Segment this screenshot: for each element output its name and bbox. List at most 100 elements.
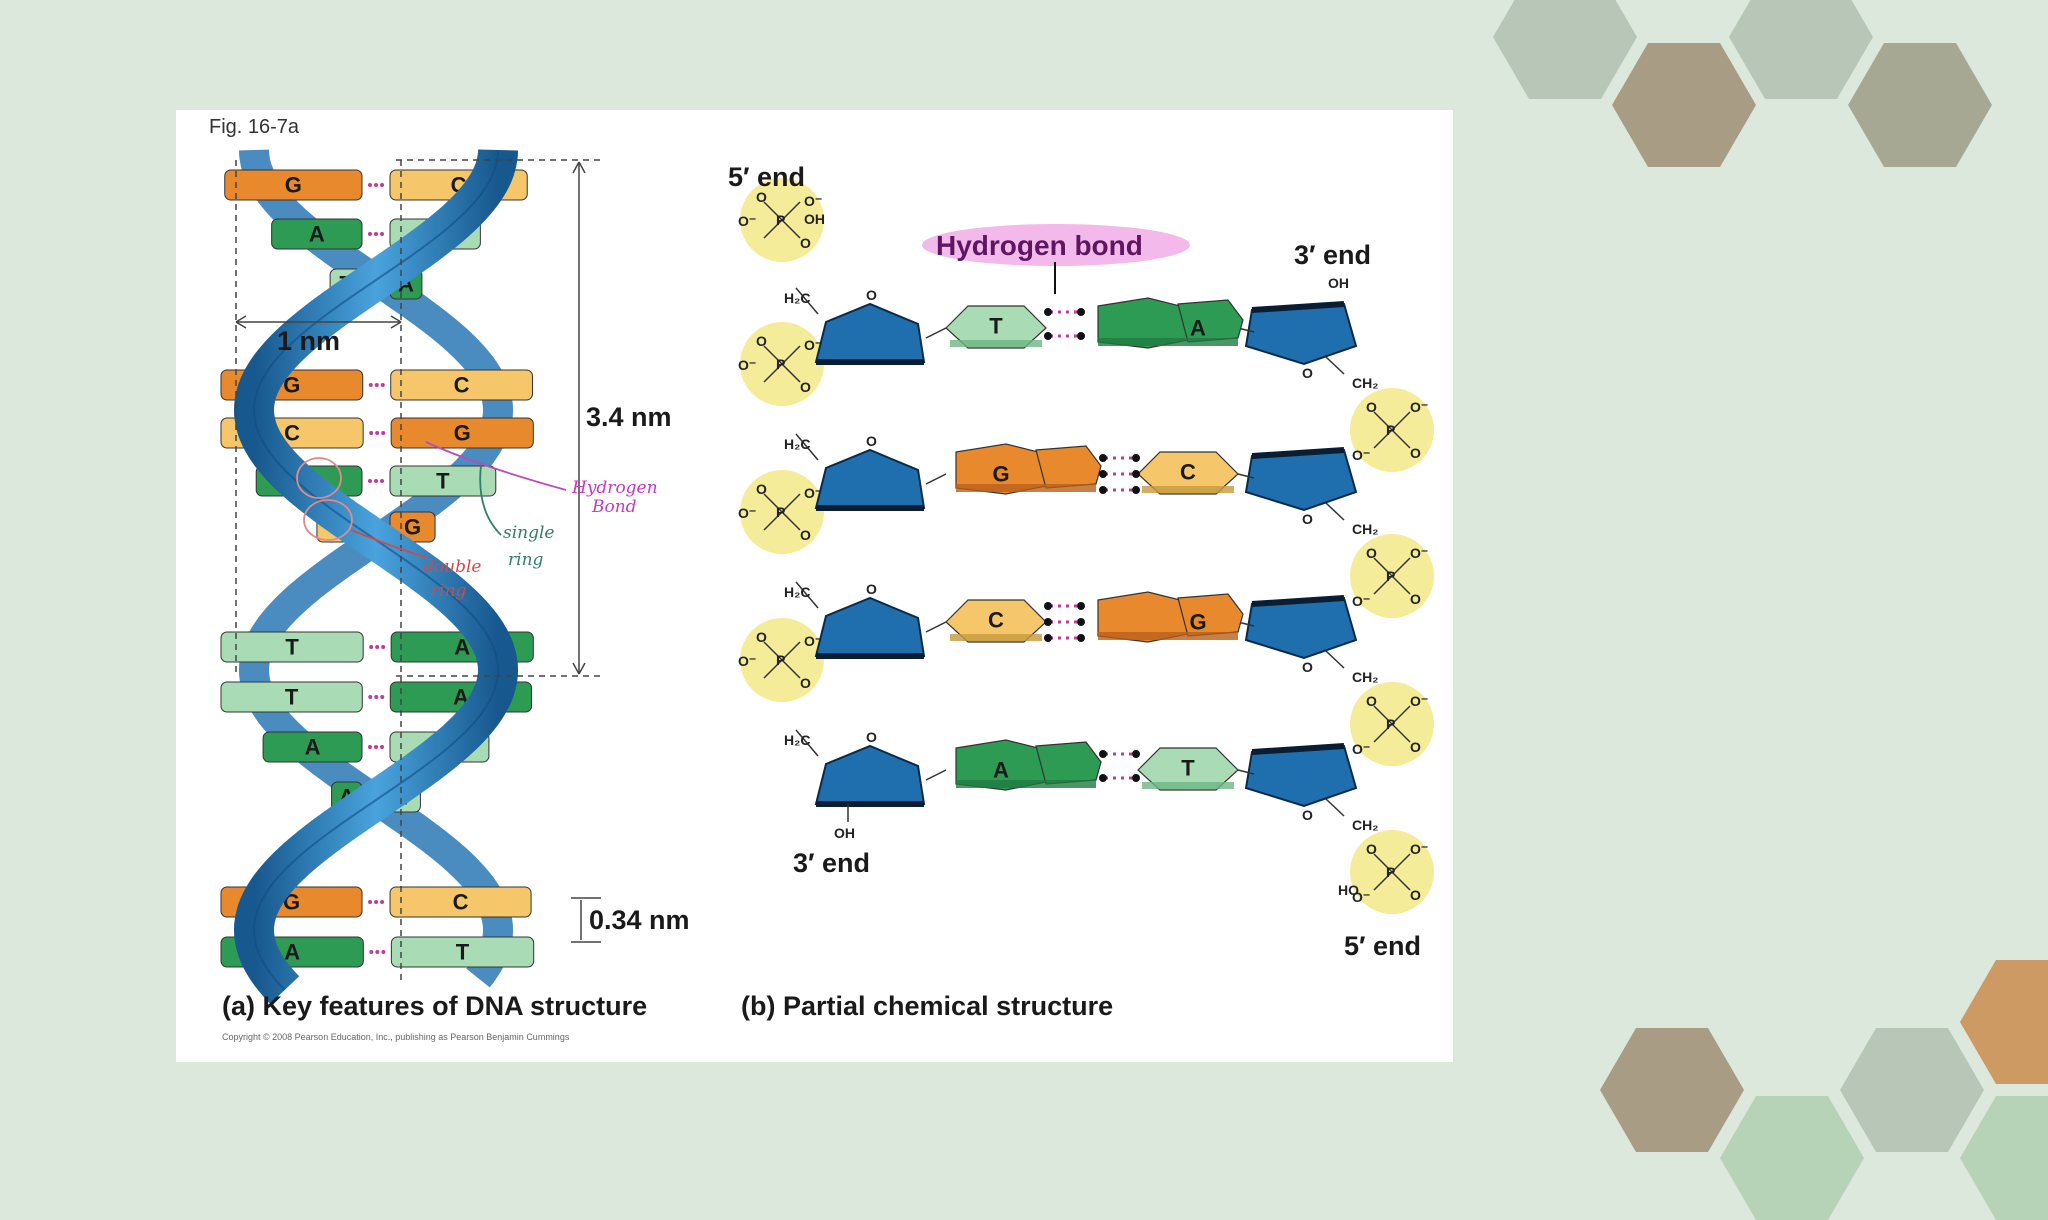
hexagon-decoration (1960, 1096, 2048, 1220)
ring-oxygen-label: O (866, 581, 877, 597)
double-ring-annotation: double ring (423, 557, 481, 601)
hydrogen-bond-dot (380, 183, 384, 187)
oxygen-label: O⁻ (1410, 399, 1428, 415)
nucleobase-A: A (1097, 297, 1244, 349)
nucleobase-C: C (945, 599, 1047, 643)
svg-text:Hydrogen: Hydrogen (571, 478, 658, 498)
hydrogen-bond-label: Hydrogen bond (936, 230, 1143, 261)
base-letter: A (1190, 316, 1206, 341)
ch2-label: CH₂ (1352, 375, 1378, 391)
nucleobase-T: T (945, 305, 1047, 349)
phosphorus-label: P (776, 356, 785, 372)
hydrogen-bond-dot (374, 232, 378, 236)
hydrogen-bond-dot (380, 900, 385, 904)
ring-oxygen-label: O (866, 729, 877, 745)
oxygen-label: O (800, 675, 811, 691)
oxygen-label: O (1410, 445, 1421, 461)
nucleobase (220, 681, 363, 713)
deoxyribose-sugar: O (814, 729, 926, 807)
hydrogen-bond-dot (381, 431, 386, 435)
nucleobase (224, 169, 363, 201)
oxygen-label: O (756, 629, 767, 645)
oxygen-label: O⁻ (1352, 889, 1370, 905)
svg-text:ring: ring (508, 550, 544, 570)
ring-oxygen-label: O (1302, 807, 1313, 823)
deoxyribose-sugar: O (814, 581, 926, 659)
phosphorus-label: P (1386, 864, 1395, 880)
nucleobase (389, 886, 532, 918)
oxygen-label: O⁻ (1352, 741, 1370, 757)
base-letter: G (1189, 610, 1206, 635)
hydrogen-bond-dot (380, 745, 384, 749)
pyrimidine-ring (1137, 451, 1239, 495)
single-ring-annotation: single ring (503, 523, 555, 570)
ring-oxygen-label: O (866, 433, 877, 449)
phosphorus-label: P (776, 212, 785, 228)
hydrogen-bond-dot (368, 900, 373, 904)
oxygen-label: O (800, 235, 811, 251)
oxygen-label: O (756, 481, 767, 497)
phosphorus-label: P (1386, 568, 1395, 584)
hydrogen-bond-dot (374, 383, 379, 387)
oxygen-label: O (1366, 399, 1377, 415)
chemical-structure: POOO⁻O⁻POOO⁻O⁻POOO⁻O⁻POOO⁻O⁻POOO⁻O⁻POOO⁻… (738, 178, 1434, 914)
five-prime-end-bottom: 5′ end (1344, 931, 1421, 961)
hydrogen-bond-dot (374, 183, 378, 187)
hydrogen-bond-dot (381, 645, 386, 649)
nucleobase (390, 417, 534, 449)
oxygen-label: O (1410, 739, 1421, 755)
hexagon-decoration (1960, 960, 2048, 1084)
base-letter: T (456, 940, 470, 965)
caption-part-a: (a) Key features of DNA structure (222, 991, 647, 1021)
deoxyribose-sugar: O (1244, 447, 1358, 527)
five-prime-end-top: 5′ end (728, 162, 805, 192)
hydrogen-bond-dot (368, 383, 373, 387)
nucleobase (271, 218, 363, 250)
nucleobase-C: C (1137, 451, 1239, 495)
base-letter: A (305, 735, 321, 760)
hydrogen-bond-dot (380, 383, 385, 387)
hydroxyl-label: OH (834, 825, 855, 841)
hydrogen-bond-dot (380, 479, 384, 483)
hydrogen-bond-dot (381, 950, 386, 954)
hydrogen-bond-dot (375, 645, 380, 649)
hydrogen-bond-dot (374, 479, 378, 483)
oxygen-label: O (756, 333, 767, 349)
hydrogen-bond-dot (368, 479, 372, 483)
oxygen-label: O⁻ (1352, 593, 1370, 609)
nucleobase (389, 465, 497, 497)
nucleobase (390, 369, 533, 401)
oxygen-label: O⁻ (738, 505, 756, 521)
oxygen-label: O⁻ (1410, 693, 1428, 709)
oxygen-label: O⁻ (804, 633, 822, 649)
hexagon-decoration (1848, 43, 1992, 167)
nucleobase-G: G (955, 443, 1102, 495)
nucleobase (390, 936, 535, 968)
oxygen-label: O⁻ (1410, 545, 1428, 561)
oxygen-label: O⁻ (738, 213, 756, 229)
oxygen-label: O⁻ (1352, 447, 1370, 463)
ch2-label: CH₂ (1352, 817, 1378, 833)
nucleobase (220, 631, 364, 663)
deoxyribose-sugar: O (1244, 743, 1358, 823)
oxygen-label: O⁻ (804, 485, 822, 501)
purine-ring-b (1177, 299, 1244, 343)
width-label: 1 nm (277, 326, 340, 356)
three-prime-end-bottom: 3′ end (793, 848, 870, 878)
sugar-ring (1244, 596, 1358, 660)
hydrogen-bond-dot (368, 745, 372, 749)
nucleobase (262, 731, 363, 763)
hexagon-decoration (1493, 0, 1637, 99)
oxygen-label: O⁻ (804, 337, 822, 353)
hydrogen-bond-dot (369, 950, 374, 954)
